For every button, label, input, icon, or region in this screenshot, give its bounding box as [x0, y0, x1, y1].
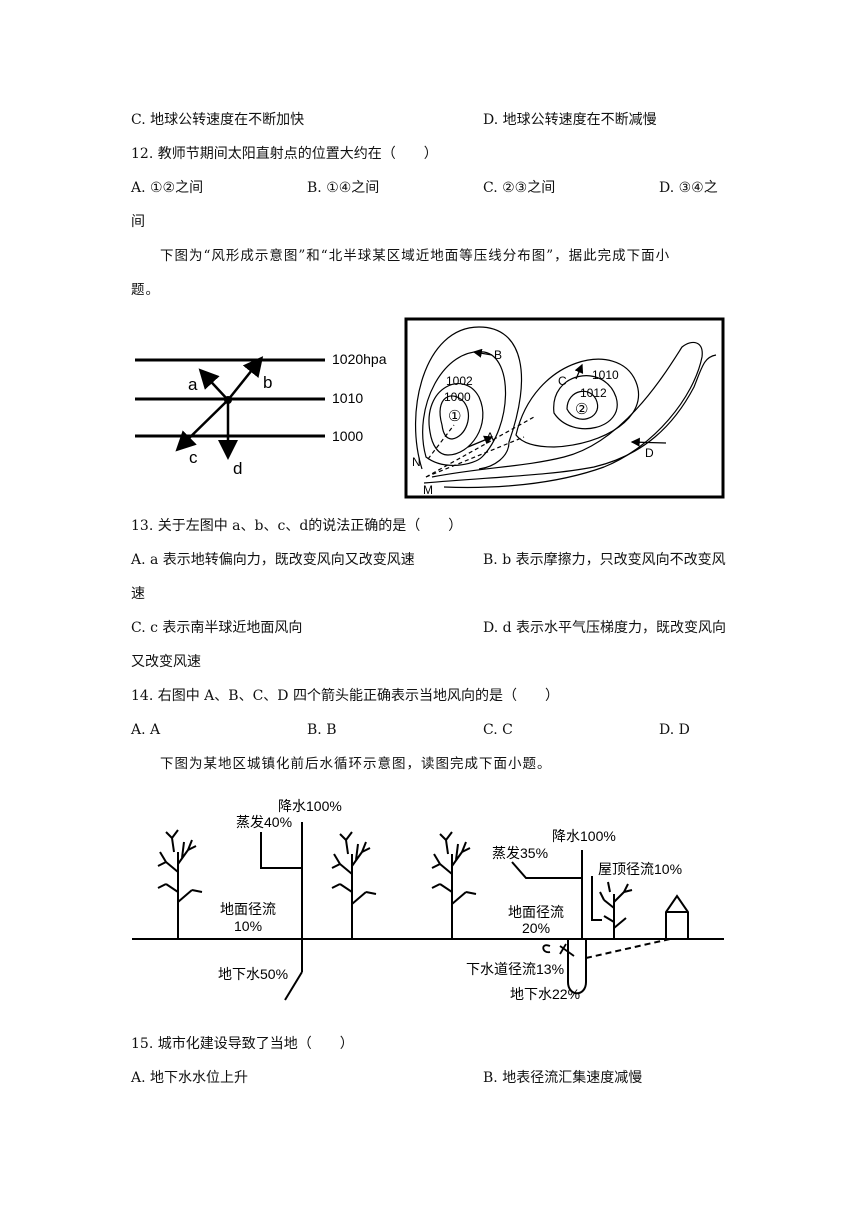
after-runoff-label: 地面径流: [508, 904, 564, 920]
map-label-low-2: ②: [575, 401, 588, 418]
q12-option-b: B. ①④之间: [307, 180, 380, 196]
isobar-label-1010: 1010: [332, 390, 363, 406]
isobar-map-diagram: B C 1002 1000 1010 1012 ① ② A D N M: [404, 317, 725, 499]
q14-option-a: A. A: [131, 722, 161, 738]
map-label-1010: 1010: [592, 368, 619, 382]
q13-option-d: D. d 表示水平气压梯度力，既改变风向: [483, 620, 727, 636]
vector-c: [175, 399, 229, 452]
q12-stem: 12. 教师节期间太阳直射点的位置大约在（ ）: [131, 146, 438, 162]
water-cycle-diagram: 降水100% 蒸发40% 地面径流 10% 地下水50% 降水100% 蒸发35…: [132, 798, 724, 1002]
q13-option-b: B. b 表示摩擦力，只改变风向不改变风: [483, 552, 726, 568]
vector-a: [198, 368, 229, 401]
before-groundwater-label: 地下水50%: [218, 966, 288, 982]
q13-option-a: A. a 表示地转偏向力，既改变风向又改变风速: [131, 552, 415, 568]
label-c: c: [189, 448, 198, 467]
map-label-N: N: [412, 455, 421, 469]
label-b: b: [263, 373, 272, 392]
before-precip-label: 降水100%: [278, 798, 342, 814]
arrow-D: [630, 437, 667, 447]
map-label-1002: 1002: [446, 374, 473, 388]
tree-icon: [331, 831, 377, 939]
q15-option-b: B. 地表径流汇集速度减慢: [483, 1070, 643, 1086]
after-precip-label: 降水100%: [552, 828, 616, 844]
map-label-C: C: [558, 374, 567, 388]
after-evap-label: 蒸发35%: [492, 845, 548, 861]
q11-option-d: D. 地球公转速度在不断减慢: [483, 112, 657, 128]
house-icon: [665, 894, 689, 939]
isobar-label-1000: 1000: [332, 428, 363, 444]
arrow-A: [467, 435, 494, 448]
intro-paragraph-1: 下图为“风形成示意图”和“北半球某区域近地面等压线分布图”，据此完成下面小: [160, 248, 671, 264]
tree-icon: [431, 831, 477, 939]
after-groundwater-label: 地下水22%: [510, 986, 580, 1002]
map-label-low-1: ①: [448, 408, 461, 425]
q14-option-c: C. C: [483, 722, 513, 738]
q15-option-a: A. 地下水水位上升: [131, 1070, 249, 1086]
vector-b: [227, 356, 264, 401]
map-label-M: M: [423, 483, 433, 497]
q13-option-b-wrap: 速: [131, 586, 145, 602]
q11-option-c: C. 地球公转速度在不断加快: [131, 112, 305, 128]
tree-icon: [599, 881, 633, 939]
q12-option-d: D. ③④之: [659, 180, 718, 196]
q14-option-b: B. B: [307, 722, 337, 738]
before-runoff-label: 地面径流: [220, 901, 276, 917]
label-a: a: [188, 375, 198, 394]
after-runoff-pct: 20%: [522, 920, 550, 936]
q13-option-c: C. c 表示南半球近地面风向: [131, 620, 303, 636]
map-label-D: D: [645, 446, 654, 460]
map-label-1012: 1012: [580, 386, 607, 400]
arrow-C: [574, 363, 584, 380]
after-sewer-label: 下水道径流13%: [466, 961, 564, 977]
intro-paragraph-1-wrap: 题。: [131, 282, 160, 298]
q12-option-a: A. ①②之间: [131, 180, 204, 196]
tree-icon: [157, 829, 203, 939]
before-evap-label: 蒸发40%: [236, 814, 292, 830]
map-label-A: A: [486, 430, 494, 444]
intro-paragraph-2: 下图为某地区城镇化前后水循环示意图，读图完成下面小题。: [160, 756, 552, 772]
before-runoff-pct: 10%: [234, 918, 262, 934]
isobar-label-1020: 1020hpa: [332, 351, 387, 367]
q14-option-d: D. D: [659, 722, 690, 738]
q12-option-c: C. ②③之间: [483, 180, 556, 196]
label-d: d: [233, 459, 242, 478]
q13-option-d-wrap: 又改变风速: [131, 654, 201, 670]
arrow-B: [472, 348, 493, 358]
q12-option-d-wrap: 间: [131, 214, 145, 230]
map-label-1000: 1000: [444, 390, 471, 404]
q13-stem: 13. 关于左图中 a、b、c、d的说法正确的是（ ）: [131, 518, 463, 534]
map-label-B: B: [494, 348, 502, 362]
q15-stem: 15. 城市化建设导致了当地（ ）: [131, 1036, 354, 1052]
after-roof-label: 屋顶径流10%: [598, 861, 682, 877]
q14-stem: 14. 右图中 A、B、C、D 四个箭头能正确表示当地风向的是（ ）: [131, 688, 559, 704]
wind-formation-diagram: 1020hpa 1010 1000 a b c d: [135, 351, 387, 478]
